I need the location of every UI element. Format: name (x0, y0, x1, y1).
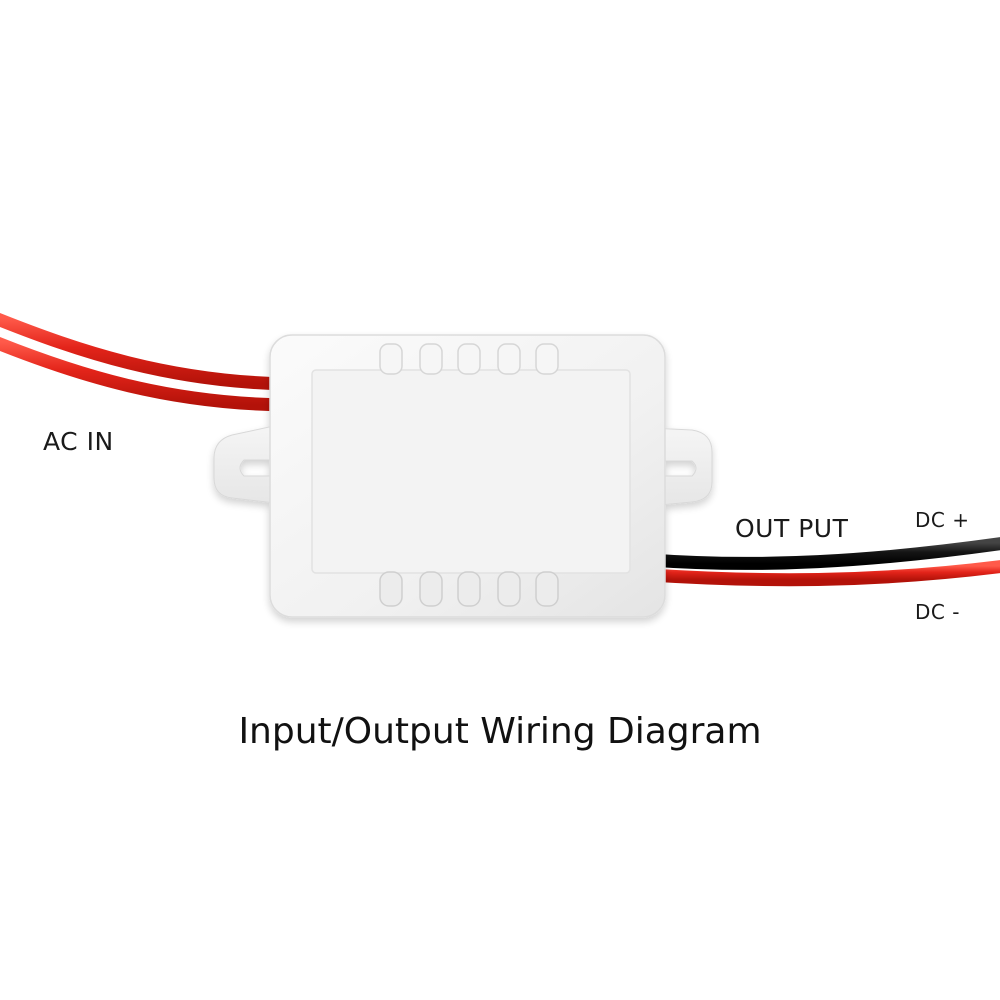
dc-plus-label: DC + (915, 508, 970, 532)
ac-input-wire-lower (0, 336, 297, 412)
ac-input-wire-upper (0, 312, 297, 391)
top-vent-slots (379, 343, 559, 375)
ac-in-label: AC IN (43, 427, 114, 456)
power-supply-module (213, 334, 713, 618)
dc-minus-label: DC - (915, 600, 960, 624)
output-label: OUT PUT (735, 514, 849, 543)
module-label-panel (311, 369, 631, 574)
bottom-vent-slots (379, 571, 559, 607)
dc-output-wire-plus (643, 537, 1000, 570)
diagram-caption: Input/Output Wiring Diagram (238, 711, 762, 752)
dc-output-wires (643, 537, 1000, 587)
dc-output-wire-minus (643, 560, 1000, 587)
ac-input-wires (0, 312, 297, 412)
left-mounting-tab (213, 423, 284, 505)
